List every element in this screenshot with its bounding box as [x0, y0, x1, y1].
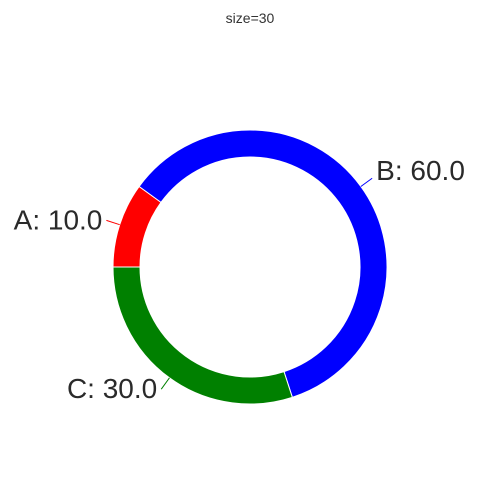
chart-title: size=30: [225, 10, 275, 26]
slice-label-c: C: 30.0: [67, 373, 157, 404]
donut-slice-b: [138, 129, 388, 398]
slice-label-b: B: 60.0: [376, 155, 465, 186]
label-connector-a: [106, 219, 120, 226]
label-connector-c: [160, 377, 170, 390]
donut-slice-a: [112, 185, 162, 268]
donut-slice-c: [112, 266, 293, 405]
slice-label-a: A: 10.0: [14, 204, 103, 235]
label-connector-b: [360, 177, 373, 187]
